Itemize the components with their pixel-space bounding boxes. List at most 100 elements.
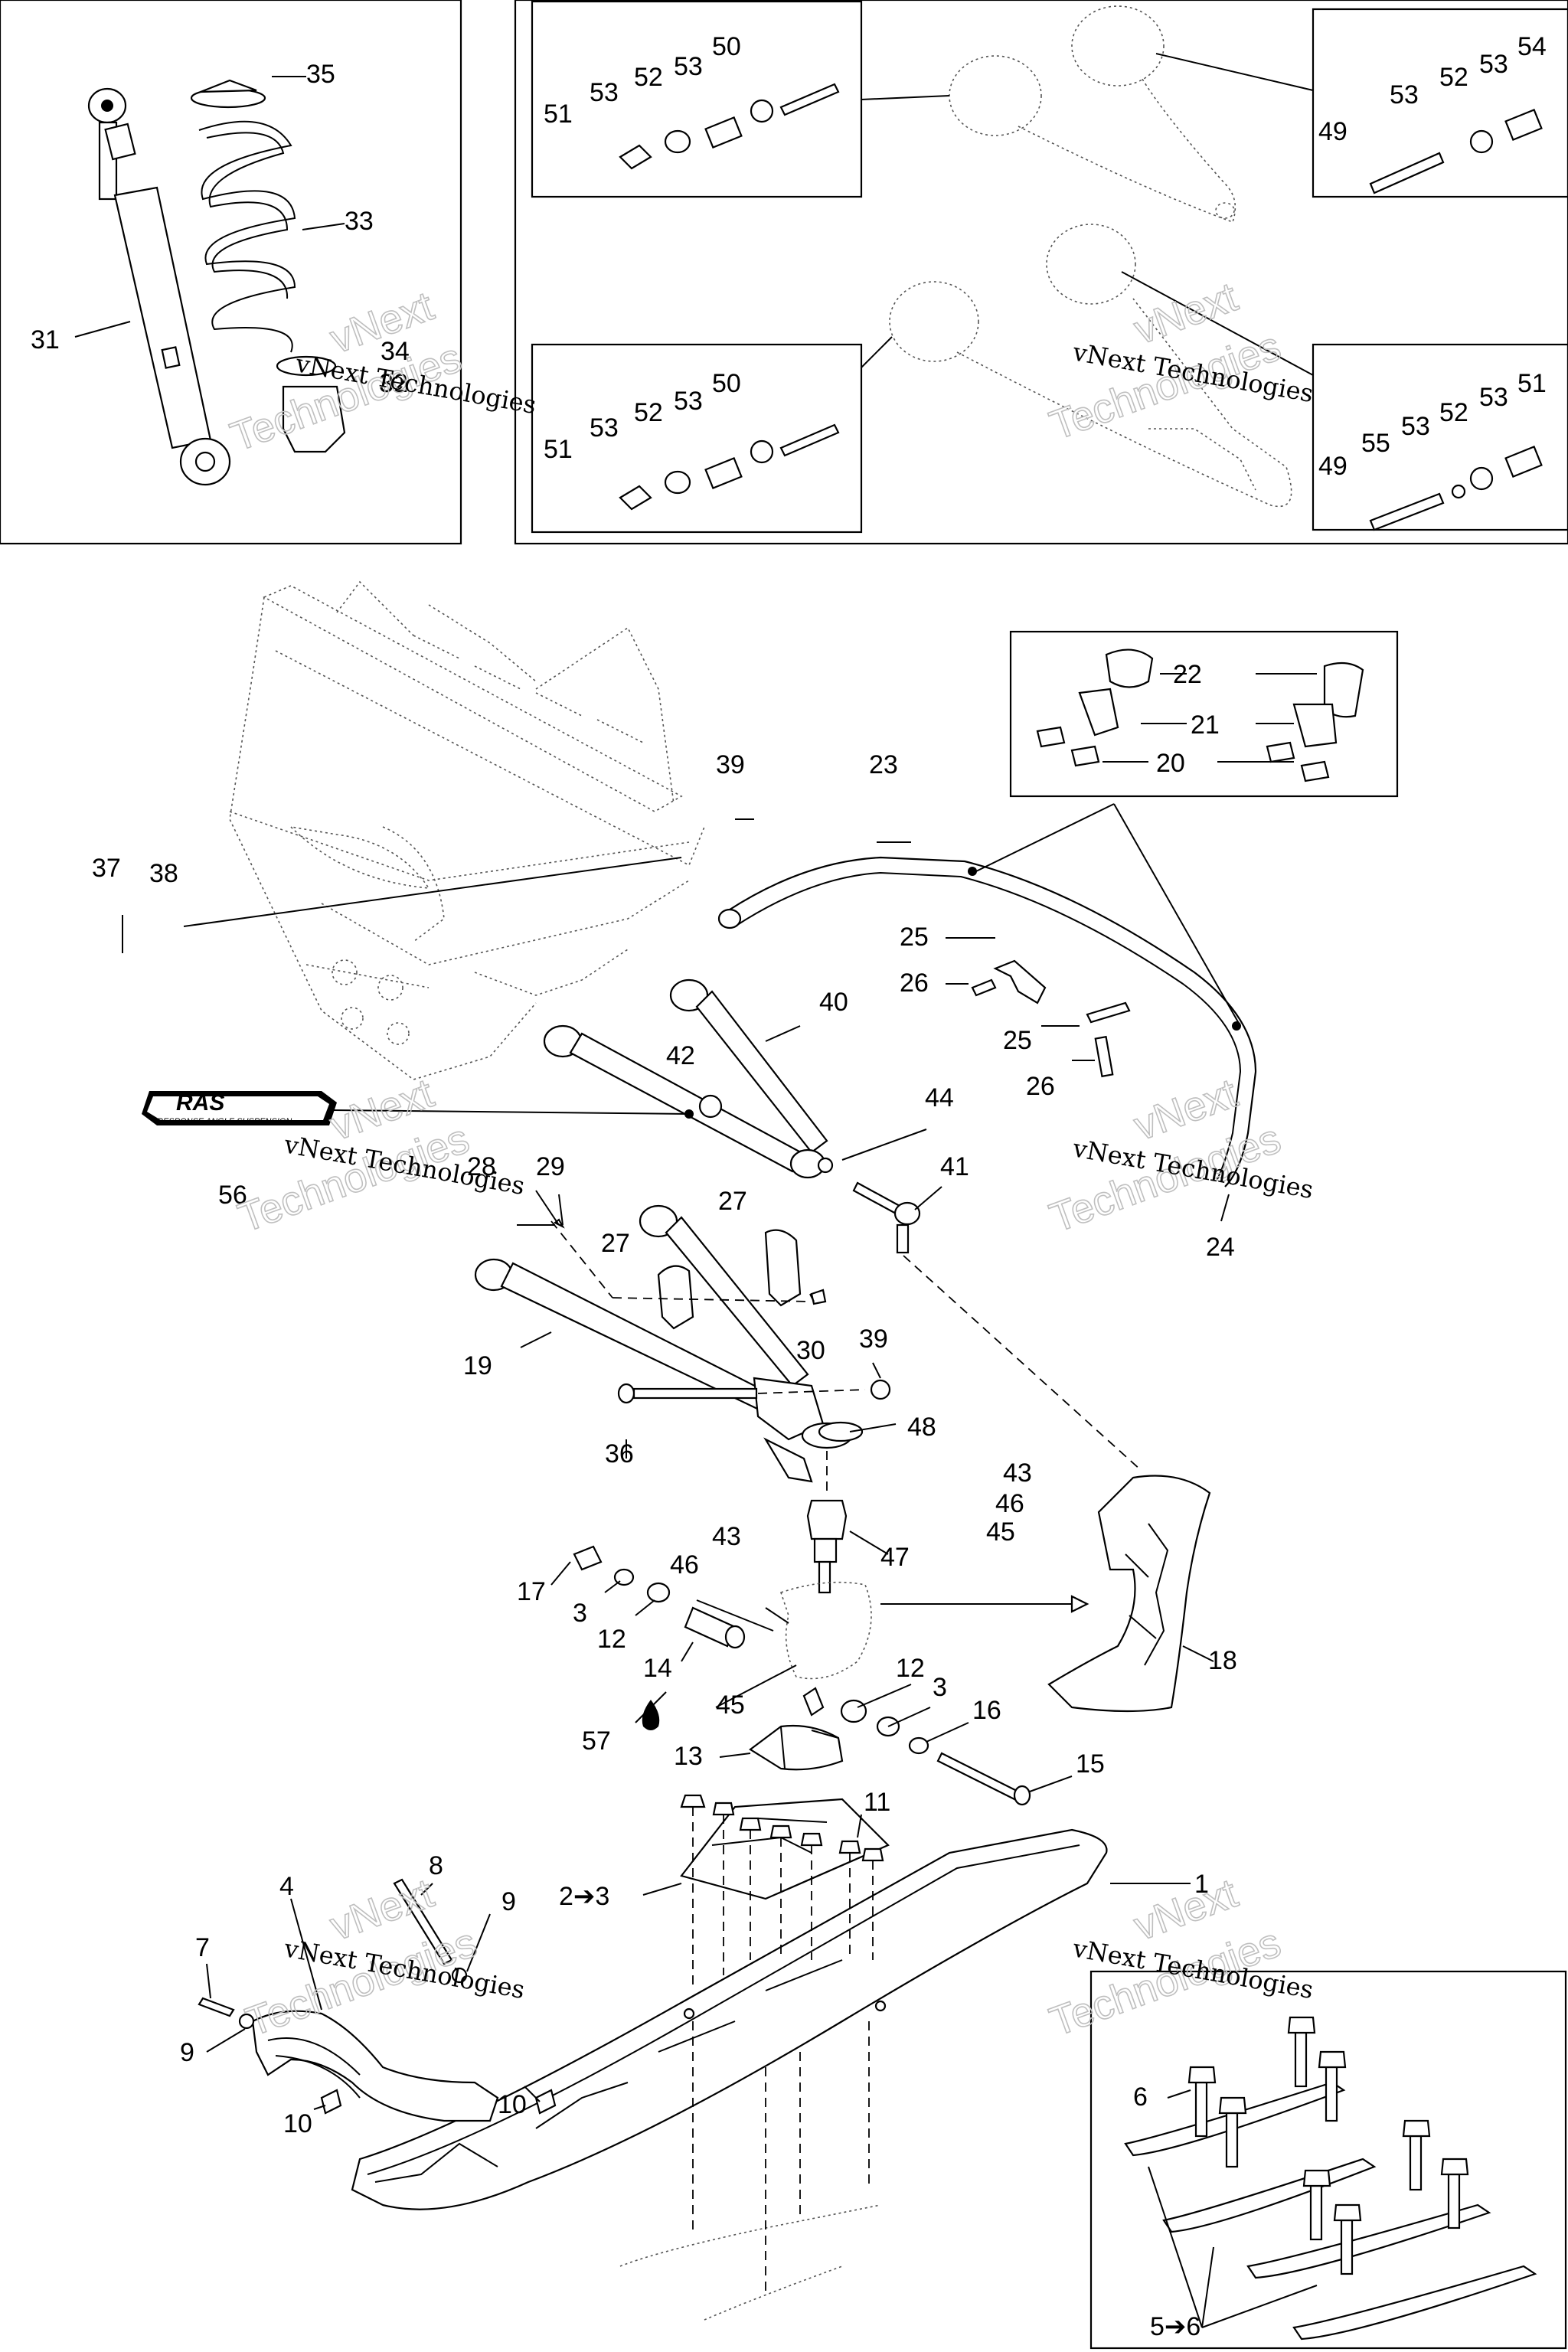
callout-43b: 43 [712,1522,741,1551]
callout-30: 30 [796,1336,825,1365]
callout-49b: 49 [1318,452,1348,481]
callout-13: 13 [674,1742,703,1771]
callout-52d: 52 [1439,398,1468,427]
shock-absorber [87,87,231,486]
callout-22: 22 [1173,660,1202,689]
callout-10b: 10 [498,2090,527,2119]
callout-39b: 39 [859,1325,888,1354]
callout-54: 54 [1517,32,1547,61]
callout-39a: 39 [716,750,745,779]
callout-55: 55 [1361,429,1390,458]
callout-36: 36 [605,1439,634,1468]
callout-43a: 43 [1003,1459,1032,1488]
callout-53h: 53 [1401,412,1430,441]
ball-joint [806,1421,864,1594]
upper-a-arm [543,978,834,1179]
bushing-stack-top-right [1369,109,1543,194]
callout-40: 40 [819,988,848,1017]
callout-26a: 26 [900,969,929,998]
ras-logo: RAS RESPONSE ANGLE SUSPENSION [142,1090,694,1126]
callout-52c: 52 [1439,63,1468,92]
shock-mount-brackets [517,1218,827,1330]
bushing-stack-bottom-right [1369,446,1543,531]
callout-45a: 45 [986,1517,1015,1547]
callout-53a: 53 [674,52,703,81]
lower-arm-bolt [617,1379,891,1404]
chassis-frame [229,580,705,1080]
callout-57: 57 [582,1726,611,1756]
bushing-inset-bottom-right [1312,343,1568,531]
shock-panel-frame [0,0,462,545]
lower-a-arm [474,1204,853,1483]
callout-34: 34 [381,337,410,366]
callout-1: 1 [1194,1870,1209,1899]
carbide-runners [1124,2016,1537,2341]
callout-3b: 3 [933,1673,947,1702]
sway-bar-clamp-inset [1009,630,1399,798]
callout-51a: 51 [544,100,573,129]
a-arm-bushing-panel-frame [514,0,1568,545]
callout-52b: 52 [634,398,663,427]
callout-11: 11 [864,1788,890,1817]
runner-inset [1089,1970,1567,2350]
callout-53f: 53 [1390,80,1419,109]
callout-53c: 53 [674,387,703,416]
callout-50b: 50 [712,369,741,398]
callout-12b: 12 [896,1654,925,1683]
callout-52a: 52 [634,63,663,92]
callout-46b: 46 [670,1550,699,1579]
callout-7: 7 [195,1933,210,1962]
upper-a-arm-dotted [949,5,1236,224]
callout-33: 33 [345,207,374,236]
callout-23: 23 [869,750,898,779]
sway-bar-clamps [1036,648,1364,782]
callout-9a: 9 [501,1887,516,1916]
callout-14: 14 [643,1654,672,1683]
callout-17: 17 [517,1577,546,1606]
callout-50a: 50 [712,32,741,61]
callout-56: 56 [218,1181,247,1210]
callout-3a: 3 [573,1599,587,1628]
callout-31: 31 [31,325,60,354]
lower-a-arm-dotted [889,224,1292,508]
callout-4: 4 [279,1872,294,1901]
callout-53d: 53 [590,413,619,443]
top-panel-leaders [861,53,1314,376]
callout-12a: 12 [597,1625,626,1654]
callout-45b: 45 [716,1690,745,1720]
axle-hardware [573,1545,1031,1806]
bushing-inset-top-right [1312,8,1568,198]
callout-29: 29 [536,1152,565,1181]
callout-42: 42 [666,1041,695,1070]
ski-leg-dotted [779,1581,1089,1680]
callout-24: 24 [1206,1233,1235,1262]
ras-logo-mark: RAS [176,1090,224,1116]
ski-bolts [680,1794,884,1991]
callout-53e: 53 [1479,50,1508,79]
callout-28: 28 [467,1152,496,1181]
sway-bar [717,803,1257,1187]
rod-end [852,1181,921,1254]
callout-48: 48 [907,1413,936,1442]
callout-15: 15 [1076,1749,1105,1779]
bushing-stack-top-left [619,83,840,170]
runner-studs [1187,2016,1469,2275]
callout-26b: 26 [1026,1072,1055,1101]
coil-spring [190,79,346,453]
callout-18: 18 [1208,1646,1237,1675]
ski-leg-spindle [903,1255,1211,1713]
bushing-inset-bottom-left [531,343,863,534]
callout-53g: 53 [1479,383,1508,412]
runner-dotted [619,2021,881,2321]
callout-53b: 53 [590,78,619,107]
ras-logo-tagline: RESPONSE ANGLE SUSPENSION [157,1117,292,1126]
callout-6: 6 [1133,2082,1148,2112]
ski-stopper [749,1724,844,1771]
callout-16: 16 [972,1696,1001,1725]
callout-19: 19 [463,1351,492,1380]
callout-27a: 27 [718,1187,747,1216]
callout-25b: 25 [1003,1026,1032,1055]
callout-25a: 25 [900,923,929,952]
